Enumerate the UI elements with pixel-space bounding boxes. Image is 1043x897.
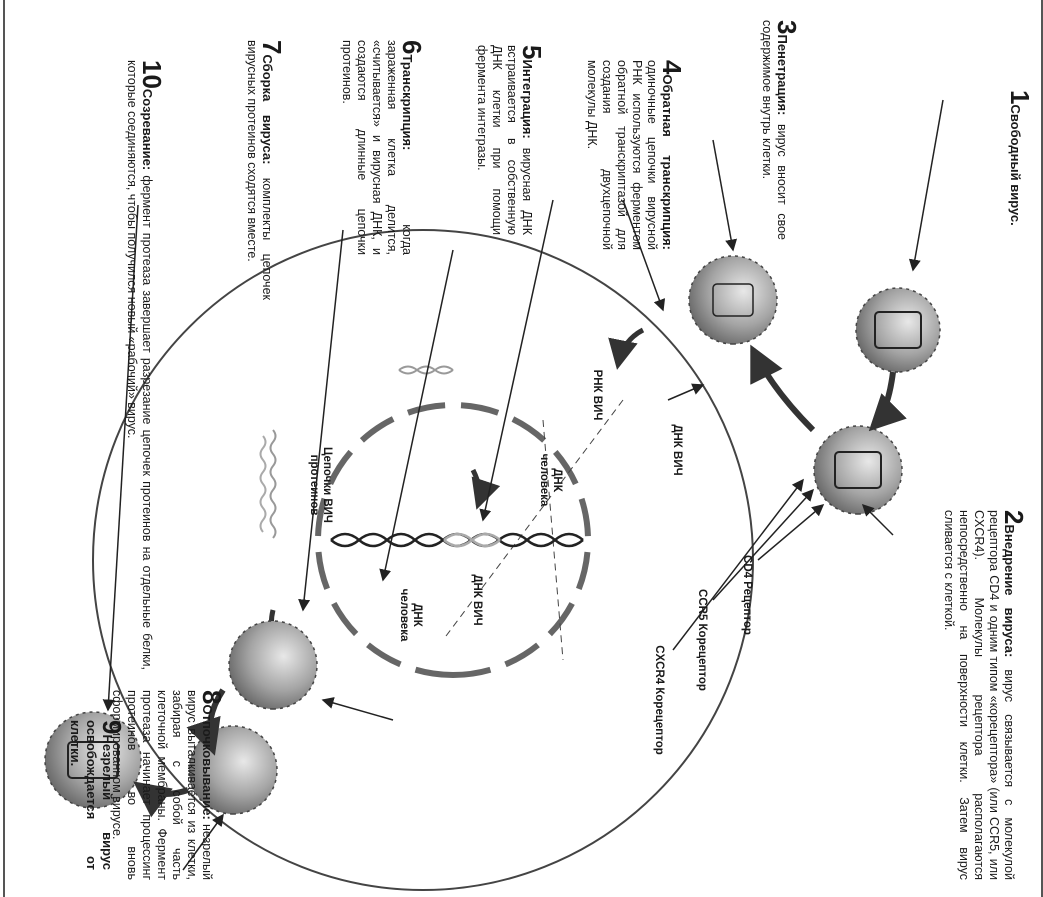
virus-penetration bbox=[689, 256, 777, 344]
cycle-arrow bbox=[753, 350, 813, 430]
label-cxcr4-coreceptor: CXCR4 Корецептор bbox=[652, 625, 665, 775]
integrated-hiv-dna bbox=[444, 534, 500, 546]
protein-chain bbox=[271, 430, 276, 538]
step-2: 2Внедрение вируса: вирус связывается с м… bbox=[941, 510, 1025, 880]
arrow-reverse-transcription bbox=[618, 330, 643, 365]
leader-step1 bbox=[913, 100, 943, 270]
step-5: 5Интеграция: вирусная ДНК встраивается в… bbox=[474, 45, 543, 235]
virus-binding bbox=[814, 426, 902, 514]
step-8: 8Отпочковывание: незрелый вирус выталкив… bbox=[109, 690, 223, 880]
step-6: 6Транскрипция: когда зараженная клетка д… bbox=[339, 40, 423, 255]
virus-free bbox=[856, 288, 940, 372]
arrow-integration bbox=[473, 470, 480, 505]
leader-step2 bbox=[863, 505, 893, 535]
label-hiv-dna-inner: ДНК ВИЧ bbox=[470, 570, 483, 630]
label-hiv-dna: ДНК ВИЧ bbox=[670, 410, 683, 490]
label-human-dna-right: ДНК человека bbox=[397, 580, 423, 650]
leader-hiv-dna bbox=[668, 385, 703, 400]
human-dna-helix bbox=[331, 534, 583, 546]
leader-step6 bbox=[383, 250, 453, 580]
step-9: 9Незрелый вирус освобождается от клетки. bbox=[67, 720, 123, 870]
leader-step7 bbox=[303, 230, 343, 610]
label-human-dna-left: ДНК человека bbox=[537, 445, 563, 515]
label-hiv-rna: РНК ВИЧ bbox=[590, 355, 603, 435]
leader-ccr5 bbox=[713, 490, 813, 600]
leader-step3 bbox=[713, 140, 733, 250]
label-protein-chains: Цепочки ВИЧ протеинов bbox=[307, 430, 333, 540]
leader-cxcr4 bbox=[673, 480, 803, 650]
protein-chain bbox=[261, 436, 266, 532]
label-cd4-receptor: CD4 Рецептор bbox=[740, 540, 753, 650]
cycle-arrow bbox=[873, 372, 893, 427]
leader-cd4 bbox=[758, 505, 823, 560]
step-4: 4Обратная транскрипция: одиночные цепочк… bbox=[584, 60, 683, 250]
step-7: 7Сборка вируса: комплекты цепочек вирусн… bbox=[244, 40, 283, 300]
hiv-dna-strand bbox=[399, 367, 453, 374]
step-3: 3Пенетрация: вирус вносит свое содержимо… bbox=[759, 20, 798, 240]
label-ccr5-coreceptor: CCR5 Корецептор bbox=[695, 570, 708, 710]
step-10: 10Созревание: фермент протеаза завершает… bbox=[124, 60, 163, 670]
virus-budding bbox=[229, 621, 317, 709]
step-1: 1Свободный вирус. bbox=[1007, 90, 1031, 240]
leader-step8 bbox=[323, 700, 393, 720]
